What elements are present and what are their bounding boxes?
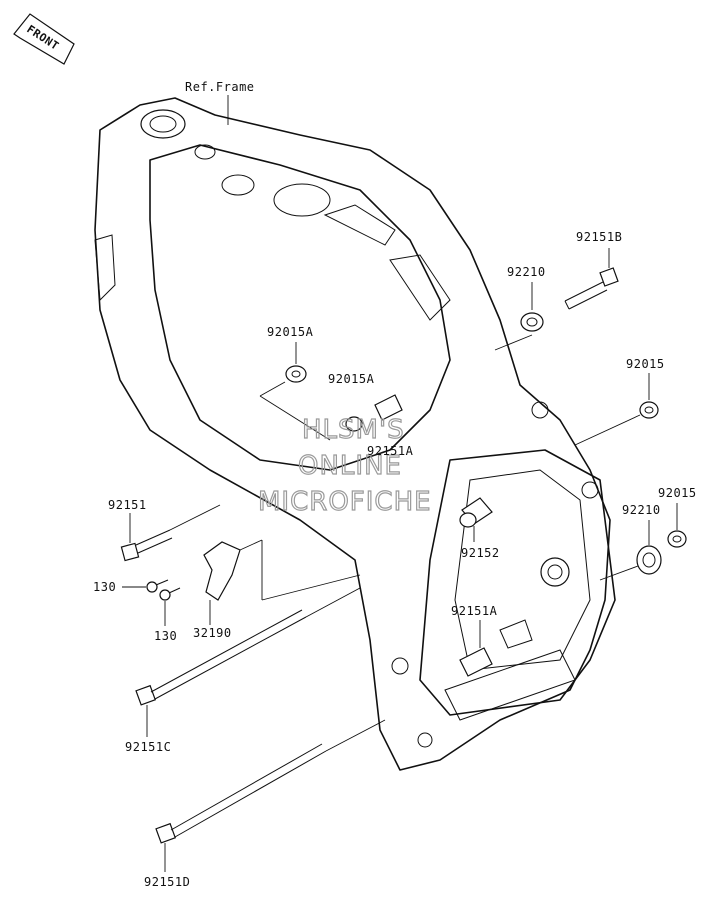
leader-lines bbox=[122, 95, 678, 872]
label-92015A-2: 92015A bbox=[328, 372, 375, 386]
motorcycle-frame bbox=[94, 97, 616, 771]
part-92151-bolt bbox=[120, 529, 173, 562]
part-92015-nut-top bbox=[639, 401, 659, 419]
part-92152-collar bbox=[459, 497, 493, 528]
watermark-line2: ONLINE bbox=[298, 451, 402, 481]
label-ref-frame: Ref.Frame bbox=[185, 80, 255, 94]
label-92151: 92151 bbox=[108, 498, 147, 512]
label-130-b: 130 bbox=[154, 629, 177, 643]
watermark-line1: HLSM'S bbox=[302, 415, 405, 445]
label-92151A-top: 92151A bbox=[367, 444, 414, 458]
part-130-bolt-b bbox=[159, 587, 181, 601]
watermark: HLSM'S ONLINE MICROFICHE bbox=[257, 414, 432, 517]
front-arrow-badge: FRONT bbox=[13, 13, 75, 65]
label-92151A-bottom: 92151A bbox=[451, 604, 498, 618]
part-92151C-long-bolt bbox=[135, 609, 307, 706]
label-92210-right: 92210 bbox=[622, 503, 661, 517]
label-92151D: 92151D bbox=[144, 875, 190, 889]
part-92210-nut-top bbox=[520, 312, 544, 332]
part-92151A-collar-top bbox=[374, 394, 403, 421]
label-92015-top: 92015 bbox=[626, 357, 665, 371]
label-92015A-1: 92015A bbox=[267, 325, 314, 339]
part-92210-nut-right bbox=[636, 545, 662, 575]
label-130-a: 130 bbox=[93, 580, 116, 594]
part-92015A-nut-1 bbox=[285, 365, 307, 383]
label-92151C: 92151C bbox=[125, 740, 171, 754]
label-92151B: 92151B bbox=[576, 230, 622, 244]
part-130-bolt-a bbox=[146, 579, 169, 593]
part-92015-nut-right bbox=[667, 530, 687, 548]
label-92210-top: 92210 bbox=[507, 265, 546, 279]
part-92151D-long-bolt bbox=[155, 743, 327, 844]
part-92015A-nut-2 bbox=[345, 416, 363, 432]
watermark-line3: MICROFICHE bbox=[258, 487, 432, 517]
label-92015-right: 92015 bbox=[658, 486, 697, 500]
label-32190: 32190 bbox=[193, 626, 232, 640]
part-92151B-bolt bbox=[564, 267, 619, 310]
part-labels: Ref.Frame 92151B 92210 92015A 92015A 920… bbox=[93, 80, 697, 889]
label-92152: 92152 bbox=[461, 546, 500, 560]
part-32190-bracket bbox=[203, 541, 241, 601]
steering-head bbox=[140, 109, 186, 139]
part-92151A-collar-bottom bbox=[459, 619, 533, 677]
